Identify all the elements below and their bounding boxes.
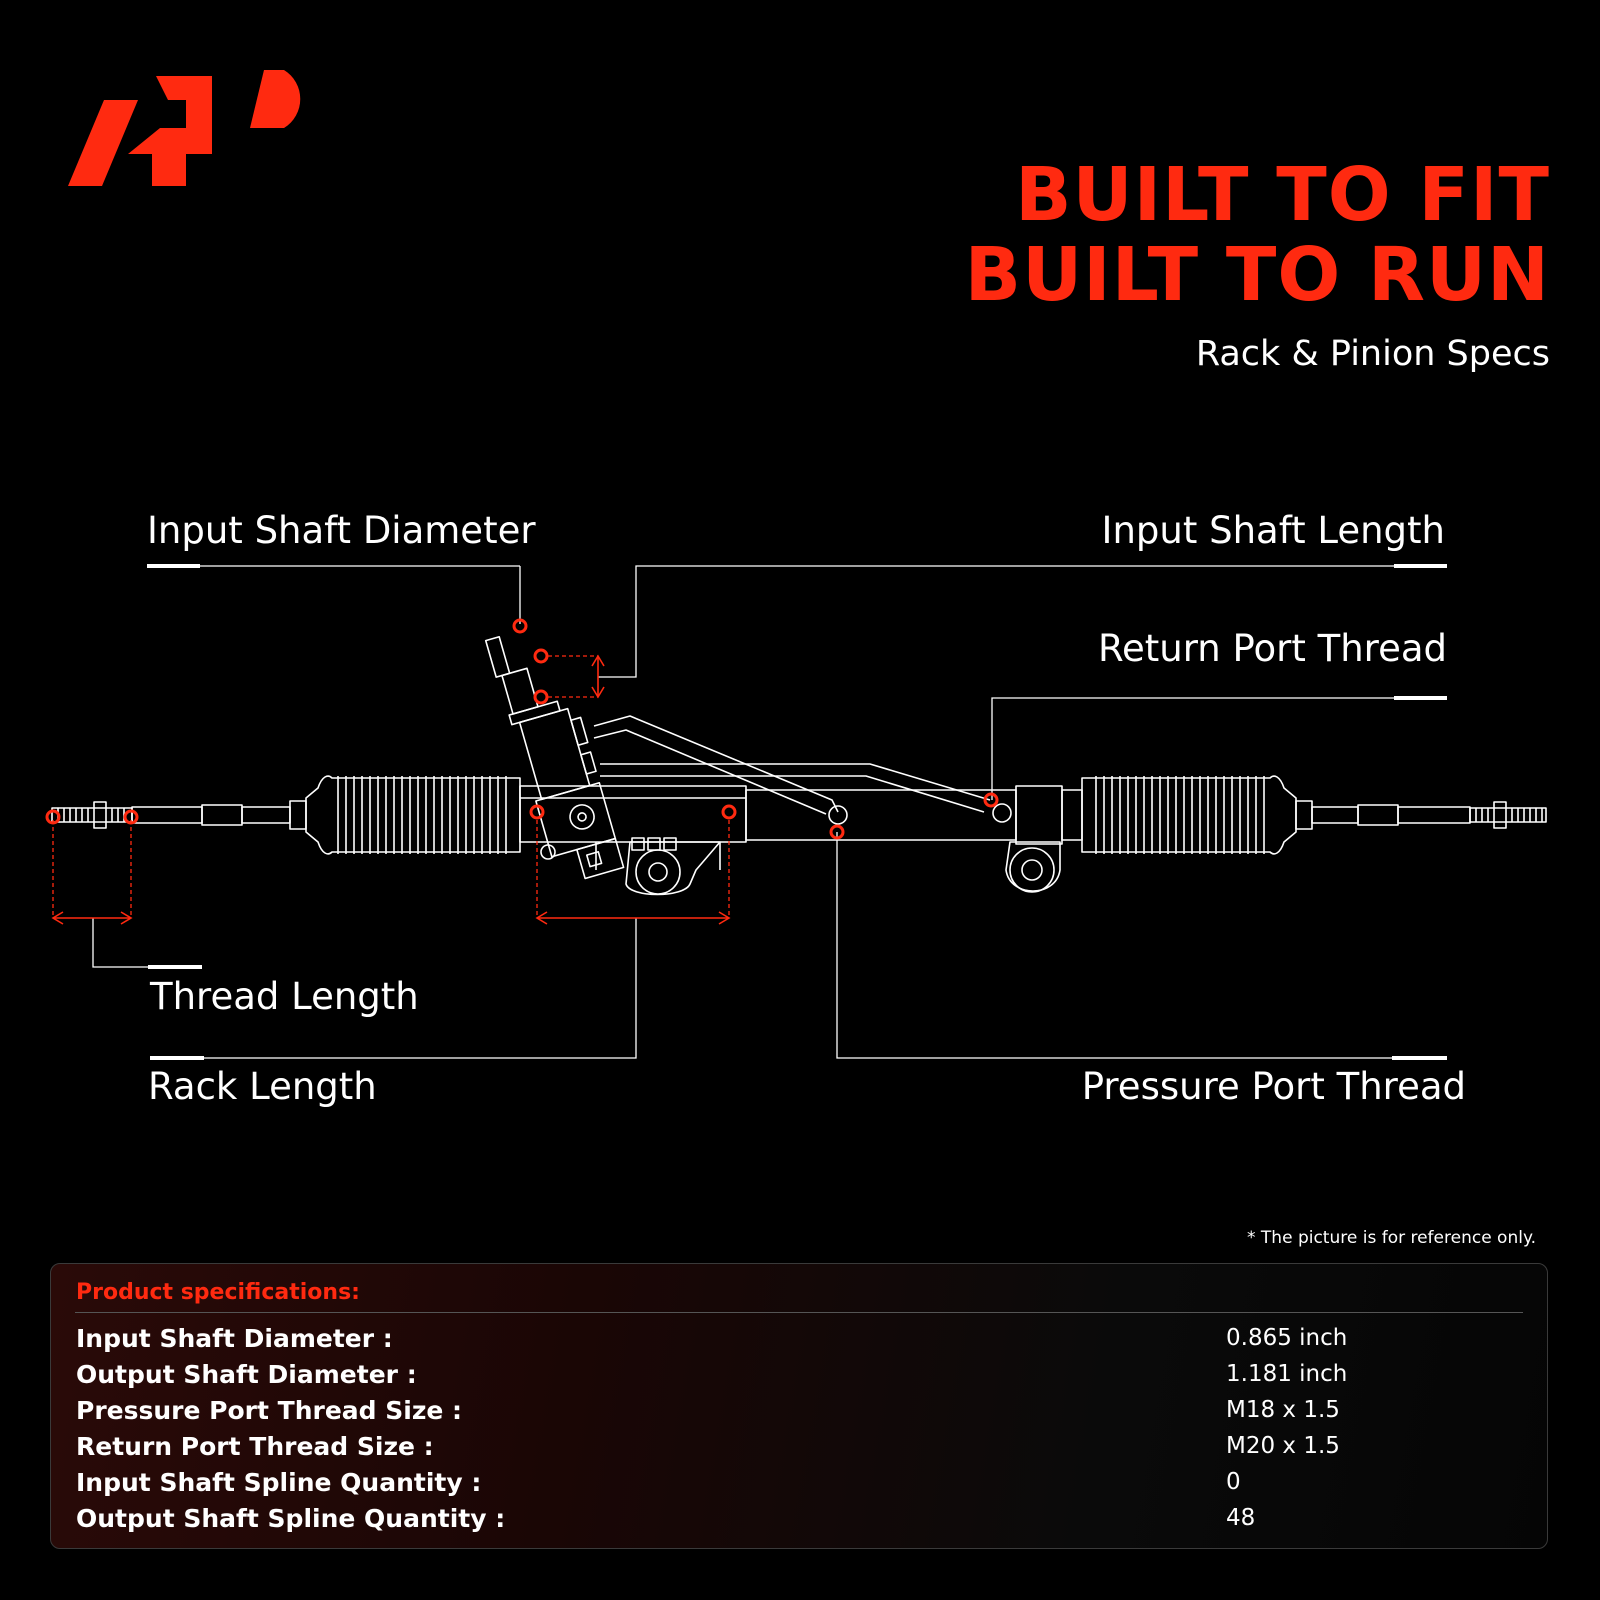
spec-label: Pressure Port Thread Size :: [76, 1396, 463, 1425]
left-bellows-boot: [305, 775, 521, 855]
hotspot-markers: [45, 618, 999, 840]
spec-row: Pressure Port Thread Size : M18 x 1.5: [76, 1396, 1523, 1430]
brand-logo-icon: [68, 70, 301, 186]
spec-label: Return Port Thread Size :: [76, 1432, 434, 1461]
headline-line-2: BUILT TO RUN: [964, 232, 1550, 318]
subtitle: Rack & Pinion Specs: [1195, 334, 1550, 374]
headline-line-1: BUILT TO FIT: [1015, 152, 1550, 238]
disclaimer: * The picture is for reference only.: [1247, 1228, 1536, 1248]
label-return-port-thread: Return Port Thread: [1097, 627, 1447, 670]
rack-and-pinion-diagram: [45, 564, 1547, 1060]
leader-lines: [92, 565, 1394, 1059]
specs-title: Product specifications:: [76, 1280, 360, 1305]
rack-housing: [519, 785, 1083, 896]
spec-value: M18 x 1.5: [1226, 1397, 1340, 1423]
label-rack-length: Rack Length: [148, 1065, 377, 1108]
label-input-shaft-diameter: Input Shaft Diameter: [147, 509, 536, 552]
specs-divider: [75, 1312, 1523, 1313]
label-input-shaft-length: Input Shaft Length: [1101, 509, 1445, 552]
product-specifications-panel: Product specifications: Input Shaft Diam…: [50, 1263, 1548, 1549]
spec-value: 0: [1226, 1469, 1241, 1495]
label-ticks: [147, 564, 1447, 1060]
valve-body: [484, 635, 625, 880]
spec-value: 0.865 inch: [1226, 1325, 1348, 1351]
left-tie-rod: [51, 800, 307, 830]
spec-row: Input Shaft Diameter : 0.865 inch: [76, 1324, 1523, 1358]
spec-label: Output Shaft Diameter :: [76, 1360, 417, 1389]
right-bellows-boot: [1081, 775, 1297, 855]
dimension-guides: [52, 655, 730, 918]
spec-row: Return Port Thread Size : M20 x 1.5: [76, 1432, 1523, 1466]
spec-label: Output Shaft Spline Quantity :: [76, 1504, 506, 1533]
spec-row: Output Shaft Diameter : 1.181 inch: [76, 1360, 1523, 1394]
spec-row: Input Shaft Spline Quantity : 0: [76, 1468, 1523, 1502]
right-tie-rod: [1295, 800, 1547, 830]
spec-label: Input Shaft Diameter :: [76, 1324, 393, 1353]
spec-value: M20 x 1.5: [1226, 1433, 1340, 1459]
spec-row: Output Shaft Spline Quantity : 48: [76, 1504, 1523, 1538]
label-thread-length: Thread Length: [150, 975, 419, 1018]
spec-value: 1.181 inch: [1226, 1361, 1348, 1387]
label-pressure-port-thread: Pressure Port Thread: [1081, 1065, 1466, 1108]
hydraulic-lines: [593, 715, 1012, 825]
dimension-arrows: [51, 654, 731, 925]
spec-value: 48: [1226, 1505, 1256, 1531]
spec-label: Input Shaft Spline Quantity :: [76, 1468, 482, 1497]
